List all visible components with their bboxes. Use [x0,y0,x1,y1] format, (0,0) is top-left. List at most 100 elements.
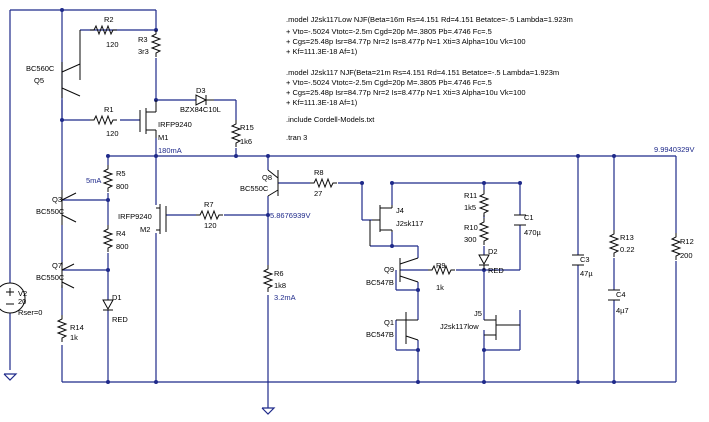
r12-name: R12 [680,237,694,246]
model-text: .model J2sk117Low NJF(Beta=16m Rs=4.151 … [286,15,573,142]
node-voltage: 5.8676939V [270,211,310,220]
q8-transistor [267,169,279,197]
r1-value: 120 [106,129,119,138]
model-line: + Cgs=25.48p Isr=84.77p Nr=2 Is=8.477p N… [286,88,526,97]
r14-value: 1k [70,333,78,342]
r5-current: 5mA [86,176,101,185]
q3-type: BC550C [36,207,65,216]
r6-resistor [263,264,273,293]
r8-resistor [309,178,338,188]
model-line: + Vto=-.5024 Vtotc=-2.5m Cgd=20p M=.3805… [286,27,492,36]
c4-name: C4 [616,290,626,299]
m1-type: IRFP9240 [158,120,192,129]
m2-name: M2 [140,225,150,234]
r14-resistor [57,314,67,343]
r7-value: 120 [204,221,217,230]
r5-resistor [103,164,113,193]
ground-symbol [3,373,17,381]
q7-name: Q7 [52,261,62,270]
r15-name: R15 [240,123,254,132]
r13-resistor [609,229,619,258]
r2-name: R2 [104,15,114,24]
r9-value: 1k [436,283,444,292]
ground-symbol [261,407,275,415]
r10-resistor [479,217,489,246]
r13-value: 0.22 [620,245,635,254]
q1-type: BC547B [366,330,394,339]
c4-value: 4µ7 [616,306,629,315]
d2-led [478,254,490,270]
c1-name: C1 [524,213,534,222]
v2-name: V2 [18,289,27,298]
r6-value: 1k8 [274,281,286,290]
model-line: .model J2sk117Low NJF(Beta=16m Rs=4.151 … [286,15,573,24]
r10-value: 300 [464,235,477,244]
include-directive: .include Cordell-Models.txt [286,115,375,124]
v2-value: 20 [18,297,26,306]
r11-resistor [479,189,489,218]
j5-type: J2sk117low [440,322,479,331]
d1-name: D1 [112,293,122,302]
r2-value: 120 [106,40,119,49]
r14-name: R14 [70,323,84,332]
r8-value: 27 [314,189,322,198]
m1-name: M1 [158,133,168,142]
model-line: .model J2sk117 NJF(Beta=21m Rs=4.151 Rd=… [286,68,559,77]
r3-name: R3 [138,35,148,44]
m2-type: IRFP9240 [118,212,152,221]
d1-value: RED [112,315,128,324]
v2-rser: Rser=0 [18,308,42,317]
r13-name: R13 [620,233,634,242]
r8-name: R8 [314,168,324,177]
q7-type: BC550C [36,273,65,282]
j4-name: J4 [396,206,404,215]
d3-zener [195,94,214,106]
model-line: + Kf=111.3E-18 Af=1) [286,47,358,56]
q9-transistor [399,257,419,283]
d2-value: RED [488,266,504,275]
c3-name: C3 [580,255,590,264]
r5-name: R5 [116,169,126,178]
r12-resistor [671,232,681,261]
r1-resistor [89,115,118,125]
q1-transistor [396,312,419,344]
r3-resistor [151,29,161,58]
m2-mosfet [156,204,167,234]
v2-source [0,282,26,314]
q7-transistor [61,262,75,289]
j4-jfet [369,205,393,246]
m1-current: 180mA [158,146,182,155]
c1-capacitor [514,214,526,226]
r7-resistor [195,210,224,220]
model-line: + Vto=-.5024 Vtotc=-2.5m Cgd=20p M=.3805… [286,78,492,87]
d2-name: D2 [488,247,498,256]
q1-name: Q1 [384,318,394,327]
d3-name: D3 [196,86,206,95]
q9-name: Q9 [384,265,394,274]
c4-capacitor [608,289,620,301]
r9-name: R9 [436,261,446,270]
c3-capacitor [572,254,584,266]
c1-value: 470µ [524,228,542,237]
q8-name: Q8 [262,173,272,182]
model-line: + Cgs=25.48p Isr=84.77p Nr=2 Is=8.477p N… [286,37,526,46]
r6-current: 3.2mA [274,293,296,302]
q3-name: Q3 [52,195,62,204]
r4-name: R4 [116,229,126,238]
m1-mosfet [139,100,157,138]
q5-type: BC560C [26,64,55,73]
r2-resistor [89,25,118,35]
r5-value: 800 [116,182,129,191]
model-line: + Kf=111.3E-18 Af=1) [286,98,358,107]
j5-jfet [484,315,520,340]
c3-value: 47µ [580,269,593,278]
r11-name: R11 [464,191,477,200]
q9-type: BC547B [366,278,394,287]
junctions [60,8,616,384]
r15-value: 1k6 [240,137,252,146]
r15-resistor [231,119,241,148]
component-labels: BC560C Q5 R2 120 R3 3r3 D3 BZX84C10L R1 … [18,15,694,342]
r1-name: R1 [104,105,114,114]
